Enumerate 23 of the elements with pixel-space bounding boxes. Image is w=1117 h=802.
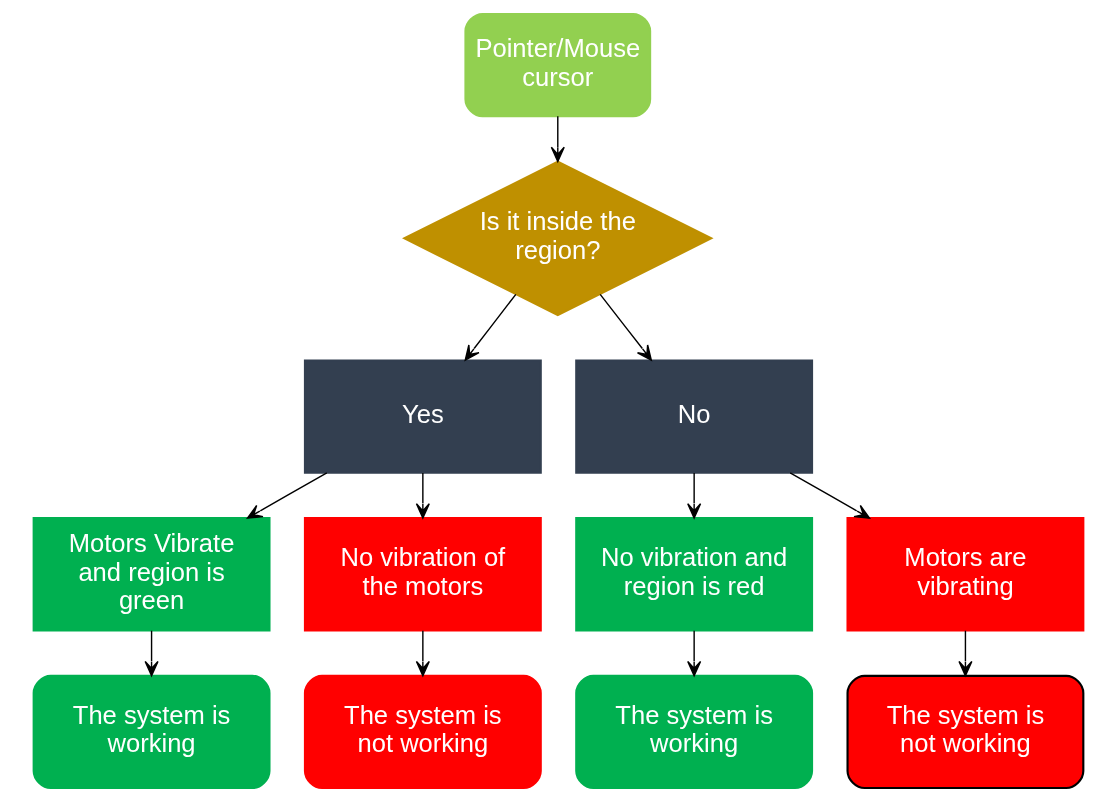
arrow (687, 630, 702, 677)
node-box: The system is working (575, 674, 814, 790)
node-box: The system is working (32, 674, 271, 790)
node-box: The system is not working (303, 674, 542, 790)
arrow (550, 115, 565, 163)
arrow (144, 630, 159, 677)
node-box: Motors Vibrate and region is green (32, 517, 271, 632)
arrow (958, 630, 973, 677)
arrow (789, 472, 871, 519)
node-box: No vibration and region is red (575, 517, 814, 632)
arrow (246, 472, 328, 519)
arrow (415, 472, 430, 519)
node-box: No vibration of the motors (303, 517, 542, 632)
node-diamond: Is it inside the region? (402, 160, 714, 317)
arrow (464, 293, 517, 361)
node-box: Yes (303, 359, 542, 474)
node-box: No (575, 359, 814, 474)
node-box: Motors are vibrating (846, 517, 1085, 632)
node-box: The system is not working (846, 674, 1085, 790)
node-box: Pointer/Mouse cursor (464, 12, 652, 118)
arrow (687, 472, 702, 519)
arrow (599, 293, 652, 361)
arrow (415, 630, 430, 677)
